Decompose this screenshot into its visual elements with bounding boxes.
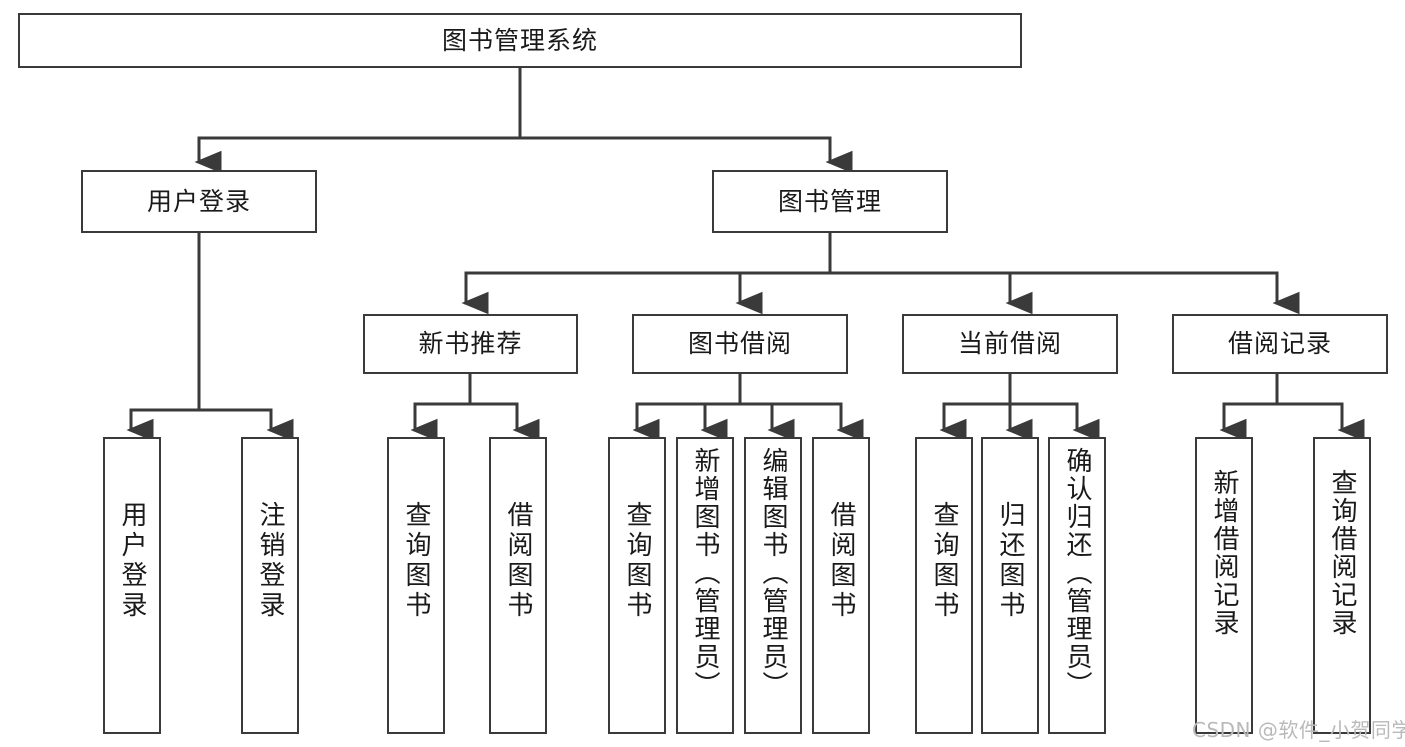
node-user-login[interactable]: 用户登录 xyxy=(81,170,317,233)
node-book-borrow[interactable]: 图书借阅 xyxy=(632,314,848,374)
node-book-management[interactable]: 图书管理 xyxy=(712,170,948,233)
node-label: 查询图书 xyxy=(929,501,959,621)
leaf-current-borrow-return-book[interactable]: 归还图书 xyxy=(981,437,1039,734)
leaf-borrow-record-query-record[interactable]: 查询借阅记录 xyxy=(1313,437,1371,734)
node-label: 确认归还（管理员） xyxy=(1062,447,1092,699)
node-label: 查询图书 xyxy=(401,501,431,621)
leaf-book-borrow-edit-book-admin[interactable]: 编辑图书（管理员） xyxy=(744,437,802,734)
leaf-new-book-borrow-book[interactable]: 借阅图书 xyxy=(489,437,547,734)
node-new-book-recommend[interactable]: 新书推荐 xyxy=(363,314,578,374)
node-label: 查询图书 xyxy=(622,501,652,621)
node-label: 用户登录 xyxy=(117,501,147,621)
node-label: 查询借阅记录 xyxy=(1327,469,1357,637)
leaf-book-borrow-add-book-admin[interactable]: 新增图书（管理员） xyxy=(676,437,734,734)
csdn-watermark: CSDN @软件_小贺同学 xyxy=(1192,718,1405,742)
node-label: 图书管理 xyxy=(777,186,882,216)
leaf-borrow-record-add-record[interactable]: 新增借阅记录 xyxy=(1195,437,1253,734)
leaf-book-borrow-borrow-book[interactable]: 借阅图书 xyxy=(812,437,870,734)
node-label: 编辑图书（管理员） xyxy=(758,447,788,699)
node-label: 借阅图书 xyxy=(503,501,533,621)
node-label: 新增图书（管理员） xyxy=(690,447,720,699)
node-label: 图书管理系统 xyxy=(441,25,598,55)
node-current-borrow[interactable]: 当前借阅 xyxy=(902,314,1118,374)
node-label: 用户登录 xyxy=(146,186,251,216)
node-label: 新增借阅记录 xyxy=(1209,469,1239,637)
node-root-library-system[interactable]: 图书管理系统 xyxy=(18,13,1022,68)
leaf-book-borrow-query-book[interactable]: 查询图书 xyxy=(608,437,666,734)
leaf-user-login-logout[interactable]: 注销登录 xyxy=(241,437,299,734)
leaf-user-login-login[interactable]: 用户登录 xyxy=(103,437,161,734)
node-label: 注销登录 xyxy=(255,501,285,621)
node-label: 图书借阅 xyxy=(687,329,792,359)
node-label: 新书推荐 xyxy=(418,329,523,359)
node-borrow-record[interactable]: 借阅记录 xyxy=(1172,314,1388,374)
leaf-current-borrow-query-book[interactable]: 查询图书 xyxy=(915,437,973,734)
node-label: 借阅图书 xyxy=(826,501,856,621)
leaf-new-book-query-book[interactable]: 查询图书 xyxy=(387,437,445,734)
node-label: 归还图书 xyxy=(995,501,1025,621)
node-label: 当前借阅 xyxy=(957,329,1062,359)
node-label: 借阅记录 xyxy=(1227,329,1332,359)
leaf-current-borrow-confirm-return-admin[interactable]: 确认归还（管理员） xyxy=(1048,437,1106,734)
